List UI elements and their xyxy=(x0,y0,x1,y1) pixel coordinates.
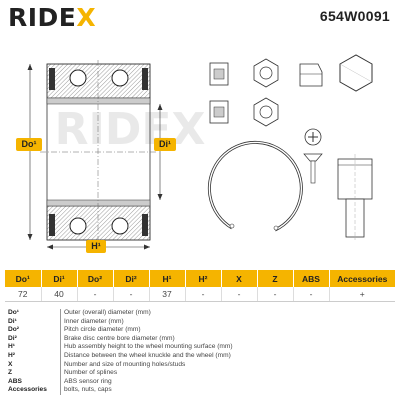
header-do2: Do² xyxy=(77,270,114,287)
value-h1: 37 xyxy=(149,287,186,302)
dim-label-inner-diameter: Di¹ xyxy=(154,138,176,151)
specs-table: Do¹ Di¹ Do² Di² H¹ H² X Z ABS Accessorie… xyxy=(5,270,395,302)
header-di2: Di² xyxy=(113,270,150,287)
legend-key: Accessories xyxy=(8,386,47,394)
legend-desc: Hub assembly height to the wheel mountin… xyxy=(60,343,233,352)
brand-logo: RIDEX xyxy=(8,3,97,32)
legend-desc: Number and size of mounting holes/studs xyxy=(60,360,185,370)
legend-item: Do¹ Outer (overall) diameter (mm) xyxy=(8,309,398,318)
legend-item: X Number and size of mounting holes/studs xyxy=(8,360,398,370)
dim-label-height: H¹ xyxy=(86,240,106,253)
value-di1: 40 xyxy=(41,287,78,302)
header-do1: Do¹ xyxy=(5,270,42,287)
technical-drawing: RIDEX xyxy=(27,54,373,250)
legend-item: Di² Brake disc centre bore diameter (mm) xyxy=(8,334,398,344)
legend-key: Do¹ xyxy=(8,309,19,316)
screw-head-icon xyxy=(304,128,322,146)
legend-key: Do² xyxy=(8,326,19,334)
legend-item: H¹ Hub assembly height to the wheel mount… xyxy=(8,343,398,352)
header-accessories: Accessories xyxy=(329,270,395,287)
specs-header-row: Do¹ Di¹ Do² Di² H¹ H² X Z ABS Accessorie… xyxy=(5,270,395,287)
bolt-side-icon xyxy=(337,154,373,240)
legend-key: H² xyxy=(8,351,15,359)
legend-item: H² Distance between the wheel knuckle and… xyxy=(8,351,398,361)
header-h1: H¹ xyxy=(149,270,186,287)
legend-desc: Number of splines xyxy=(60,369,117,378)
dim-label-outer-diameter: Do¹ xyxy=(16,138,42,151)
legend-item: Di¹ Inner diameter (mm) xyxy=(8,317,398,327)
value-do2: - xyxy=(77,287,114,302)
part-number: 654W0091 xyxy=(319,8,390,24)
legend-desc: Inner diameter (mm) xyxy=(60,317,124,327)
value-x: - xyxy=(221,287,258,302)
legend-desc: ABS sensor ring xyxy=(60,377,112,387)
bearing-cross-section xyxy=(40,60,158,246)
legend-item: ABS ABS sensor ring xyxy=(8,377,398,387)
value-z: - xyxy=(257,287,294,302)
legend-desc: Brake disc centre bore diameter (mm) xyxy=(60,334,175,344)
legend-key: H¹ xyxy=(8,343,15,351)
header-x: X xyxy=(221,270,258,287)
screw-side-icon xyxy=(303,153,323,184)
header-h2: H² xyxy=(185,270,222,287)
legend-item: Do² Pitch circle diameter (mm) xyxy=(8,326,398,335)
value-do1: 72 xyxy=(5,287,42,302)
legend-desc: Distance between the wheel knuckle and t… xyxy=(60,351,231,361)
nut2-side-icon xyxy=(209,100,229,124)
legend-item: Z Number of splines xyxy=(8,369,398,378)
value-abs: - xyxy=(293,287,330,302)
legend-key: Z xyxy=(8,369,13,377)
cap-icon xyxy=(299,63,323,87)
header-z: Z xyxy=(257,270,294,287)
bolt-head-top-icon xyxy=(339,54,373,92)
legend: Do¹ Outer (overall) diameter (mm) Di¹ Inne… xyxy=(8,309,398,395)
nut2-top-icon xyxy=(253,97,279,127)
legend-key: ABS xyxy=(8,377,22,385)
legend-key: Di² xyxy=(8,334,17,342)
value-di2: - xyxy=(113,287,150,302)
nut-side-icon xyxy=(209,62,229,86)
nut-top-icon xyxy=(253,58,279,88)
header-abs: ABS xyxy=(293,270,330,287)
legend-key: Di¹ xyxy=(8,317,17,325)
header-di1: Di¹ xyxy=(41,270,78,287)
specs-value-row: 72 40 - - 37 - - - - + xyxy=(5,287,395,302)
legend-desc: Outer (overall) diameter (mm) xyxy=(60,309,151,318)
legend-desc: bolts, nuts, caps xyxy=(60,386,112,395)
value-h2: - xyxy=(185,287,222,302)
circlip-icon xyxy=(207,140,303,232)
legend-desc: Pitch circle diameter (mm) xyxy=(60,326,141,335)
value-accessories: + xyxy=(329,287,395,302)
legend-item: Accessories bolts, nuts, caps xyxy=(8,386,398,395)
watermark: RIDEX xyxy=(55,104,206,155)
legend-key: X xyxy=(8,360,13,368)
